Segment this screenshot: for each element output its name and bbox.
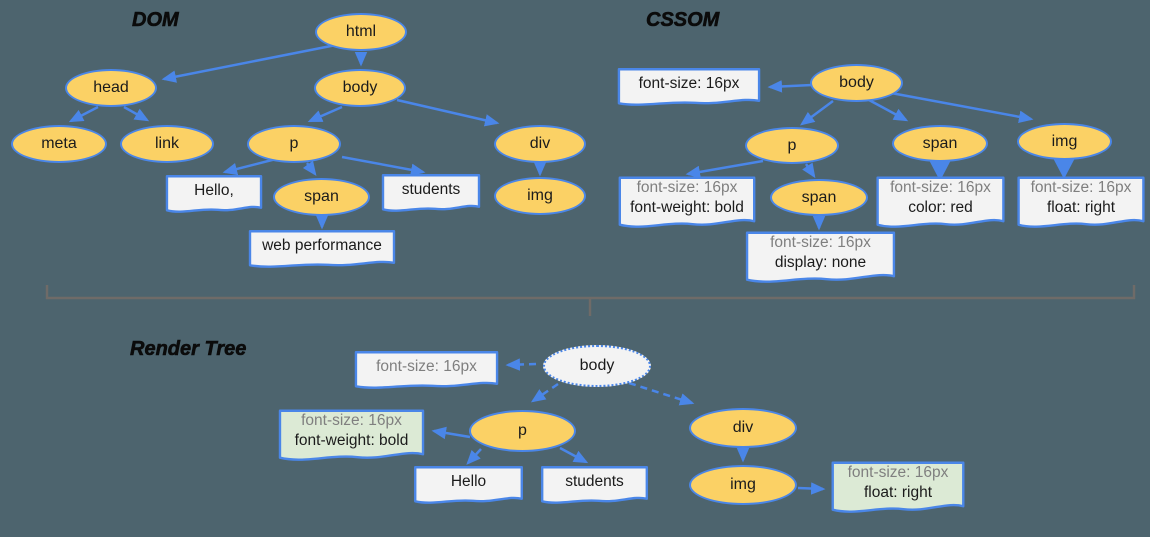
edge-cssom-body-img (890, 91, 1034, 123)
cssom-rule-span: font-size: 16px color: red (875, 176, 1006, 234)
rule-line: font-weight: bold (294, 432, 409, 450)
rule-line: font-size: 16px (1030, 179, 1132, 197)
doc-line: students (401, 180, 461, 198)
edge-dom-body-div (396, 98, 500, 127)
cssom-node-span-child: span (770, 179, 868, 216)
edge-render-p-students (559, 446, 589, 464)
edge-render-p-hello (466, 448, 482, 465)
document-shape (1016, 176, 1146, 234)
document-shape (381, 174, 481, 216)
render-node-img: img (689, 465, 797, 505)
rule-line: font-size: 16px (638, 74, 740, 92)
dom-node-body: body (314, 69, 406, 107)
dom-text-students: students (381, 174, 481, 216)
edge-dom-body-p (307, 105, 343, 123)
document-shape (165, 175, 263, 217)
rule-line: font-size: 16px (770, 234, 871, 252)
cssom-rule-body: font-size: 16px (616, 68, 762, 110)
render-node-body: body (543, 345, 651, 387)
render-rule-body: font-size: 16px (353, 351, 500, 393)
doc-line: Hello, (194, 181, 234, 199)
document-shape (616, 68, 762, 110)
doc-line: web performance (262, 236, 382, 254)
document-shape (413, 466, 524, 508)
edge-render-body-p (530, 382, 559, 403)
render-text-students: students (540, 466, 649, 508)
edge-dom-p-students (341, 155, 426, 176)
rule-line: float: right (863, 484, 933, 502)
rule-line: font-weight: bold (630, 199, 744, 217)
rule-line: color: red (908, 199, 973, 217)
document-shape (617, 176, 757, 234)
dom-node-span: span (273, 178, 370, 216)
cssom-node-body: body (810, 64, 903, 102)
divider-bracket (45, 285, 1136, 316)
dom-section-title: DOM (132, 9, 179, 32)
render-rule-img: font-size: 16px float: right (830, 461, 966, 519)
rule-line: display: none (774, 254, 867, 272)
dom-node-img: img (494, 177, 586, 215)
cssom-section-title: CSSOM (646, 9, 720, 32)
dom-node-link: link (120, 125, 214, 163)
edge-dom-html-head (161, 43, 337, 83)
document-shape (830, 461, 966, 519)
render-section-title: Render Tree (130, 338, 247, 361)
cssom-rule-span-child: font-size: 16px display: none (744, 231, 897, 289)
edge-render-body-rule (505, 358, 537, 371)
document-shape (247, 230, 397, 272)
document-shape (353, 351, 500, 393)
edge-cssom-body-span (868, 98, 909, 122)
edge-cssom-p-rule (685, 159, 764, 179)
edge-render-img-rule (797, 482, 826, 495)
rule-line: float: right (1046, 199, 1116, 217)
document-shape (744, 231, 897, 289)
rule-line: font-size: 16px (847, 464, 949, 482)
render-node-div: div (689, 408, 797, 448)
cssom-node-p: p (745, 127, 839, 164)
rule-line: font-size: 16px (376, 357, 477, 375)
edge-dom-head-meta (68, 105, 99, 123)
edge-cssom-body-p (799, 99, 834, 126)
cssom-rule-p: font-size: 16px font-weight: bold (617, 176, 757, 234)
cssom-rule-img: font-size: 16px float: right (1016, 176, 1146, 234)
render-text-hello: Hello (413, 466, 524, 508)
edge-dom-p-hello (222, 157, 277, 176)
render-node-p: p (469, 410, 576, 452)
rule-line: font-size: 16px (636, 179, 738, 197)
dom-node-div: div (494, 125, 586, 163)
doc-line: students (565, 472, 624, 490)
dom-node-p: p (247, 125, 341, 163)
cssom-node-span: span (892, 125, 988, 162)
document-shape (875, 176, 1006, 234)
dom-text-web-performance: web performance (247, 230, 397, 272)
rule-line: font-size: 16px (301, 412, 402, 430)
edge-dom-p-span (302, 160, 317, 177)
dom-text-hello: Hello, (165, 175, 263, 217)
edge-cssom-body-rule (767, 80, 813, 93)
rule-line: font-size: 16px (890, 179, 991, 197)
doc-line: Hello (450, 472, 487, 490)
cssom-node-img: img (1017, 123, 1112, 160)
edge-cssom-p-spanchild (802, 162, 816, 179)
edge-render-body-div (628, 381, 695, 406)
dom-node-meta: meta (11, 125, 107, 163)
edge-dom-head-link (123, 105, 150, 122)
dom-node-head: head (65, 69, 157, 107)
edge-render-p-rule (431, 426, 471, 440)
dom-node-html: html (315, 13, 407, 51)
render-rule-p: font-size: 16px font-weight: bold (277, 409, 426, 467)
document-shape (540, 466, 649, 508)
document-shape (277, 409, 426, 467)
